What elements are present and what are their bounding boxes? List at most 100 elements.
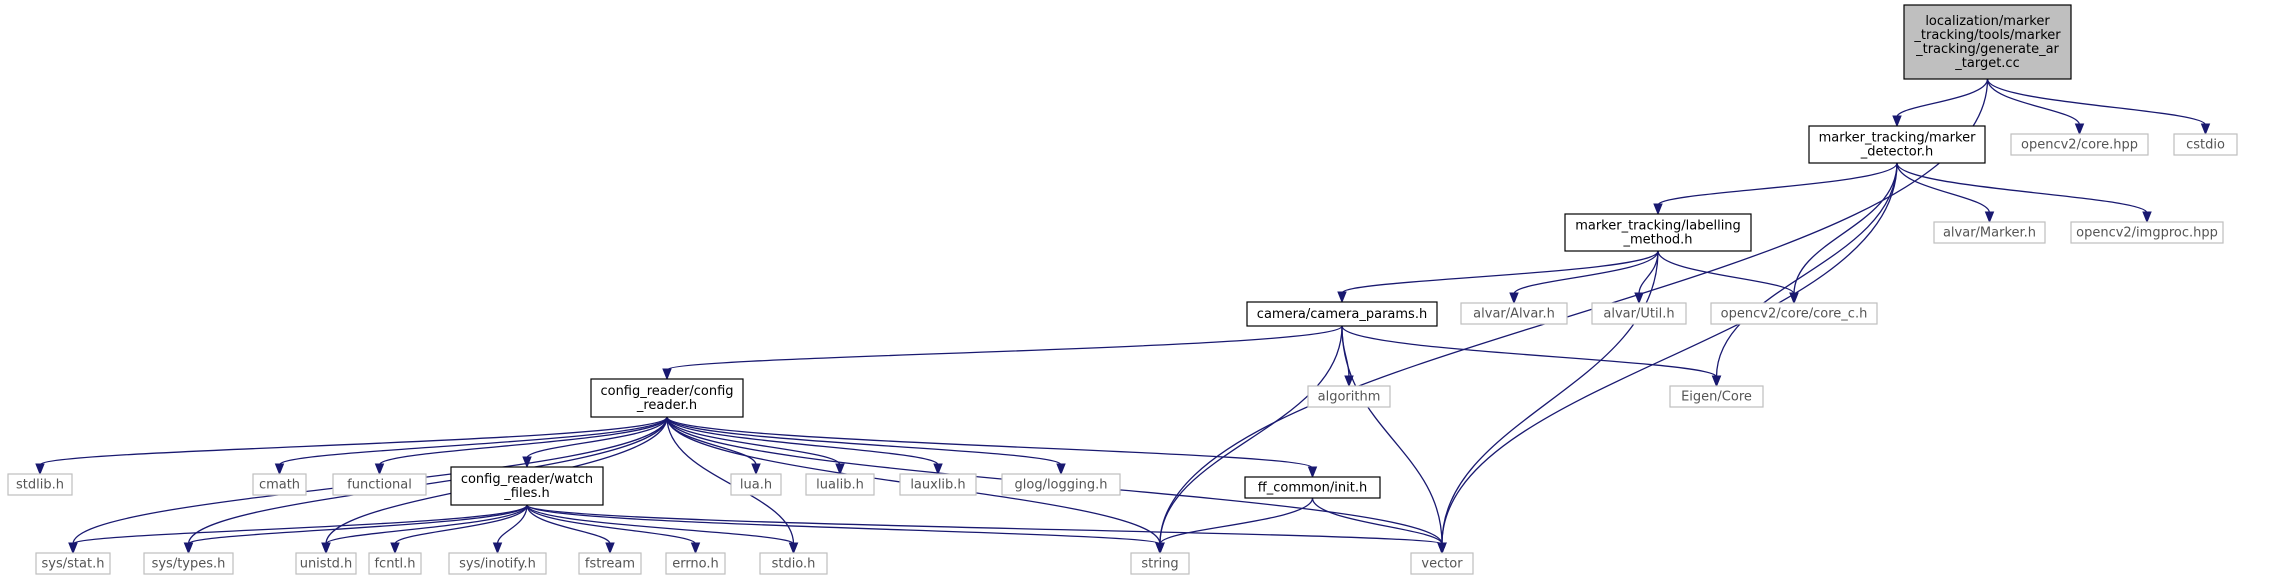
edge-ff_init-to-vector bbox=[1311, 497, 1447, 555]
node-functional: functional bbox=[332, 473, 427, 496]
edge-config_reader-to-glog bbox=[666, 416, 1066, 476]
edge-marker_detector-to-imgproc bbox=[1896, 162, 2152, 224]
node-label-line: ff_common/init.h bbox=[1258, 480, 1367, 495]
node-labelling[interactable]: marker_tracking/labelling_method.h bbox=[1564, 213, 1752, 252]
node-label-line: alvar/Util.h bbox=[1603, 306, 1674, 321]
node-box bbox=[368, 552, 422, 575]
node-ff-init[interactable]: ff_common/init.h bbox=[1244, 476, 1381, 499]
node-box bbox=[1410, 552, 1474, 575]
node-box bbox=[1130, 552, 1190, 575]
node-fcntl: fcntl.h bbox=[368, 552, 422, 575]
edge-config_reader-to-watch_files bbox=[522, 416, 668, 469]
node-label-line: stdlib.h bbox=[16, 477, 64, 492]
node-label-line: fcntl.h bbox=[374, 556, 415, 571]
node-box bbox=[805, 473, 875, 496]
node-core-c: opencv2/core/core_c.h bbox=[1710, 302, 1878, 325]
node-label-line: _reader.h bbox=[636, 398, 697, 413]
node-label-line: unistd.h bbox=[300, 556, 353, 571]
edge-config_reader-to-functional bbox=[374, 416, 668, 476]
node-label-line: functional bbox=[347, 477, 412, 492]
node-box bbox=[730, 473, 782, 496]
node-label-line: _tracking/tools/marker bbox=[1913, 28, 2061, 43]
edge-watch_files-to-stdio bbox=[526, 504, 799, 555]
node-box bbox=[1933, 221, 2046, 244]
node-fstream: fstream bbox=[578, 552, 642, 575]
node-lauxlib: lauxlib.h bbox=[899, 473, 977, 496]
edge-config_reader-to-lauxlib bbox=[666, 416, 943, 476]
node-box bbox=[2010, 133, 2149, 156]
edge-watch_files-to-errno bbox=[526, 504, 701, 555]
node-label-line: cstdio bbox=[2186, 137, 2225, 152]
node-label-line: alvar/Alvar.h bbox=[1473, 306, 1555, 321]
node-box bbox=[590, 378, 744, 418]
node-cstdio: cstdio bbox=[2173, 133, 2238, 156]
edge-watch_files-to-unistd bbox=[321, 504, 528, 555]
edge-root-to-cstdio bbox=[1986, 78, 2211, 136]
node-box bbox=[7, 473, 73, 496]
edge-config_reader-to-stdlib bbox=[35, 416, 668, 476]
node-algorithm: algorithm bbox=[1307, 385, 1391, 408]
node-label-line: alvar/Marker.h bbox=[1943, 225, 2036, 240]
edge-ff_init-to-string bbox=[1155, 497, 1314, 555]
node-marker-detector[interactable]: marker_tracking/marker_detector.h bbox=[1808, 125, 1986, 164]
node-box bbox=[759, 552, 828, 575]
node-config-reader[interactable]: config_reader/config_reader.h bbox=[590, 378, 744, 418]
node-label-line: config_reader/watch bbox=[461, 472, 593, 487]
edge-config_reader-to-ff_init bbox=[666, 416, 1318, 479]
node-sys-stat: sys/stat.h bbox=[35, 552, 111, 575]
node-root[interactable]: localization/marker_tracking/tools/marke… bbox=[1903, 4, 2072, 80]
node-box bbox=[35, 552, 111, 575]
node-label-line: lualib.h bbox=[816, 477, 864, 492]
node-imgproc: opencv2/imgproc.hpp bbox=[2070, 221, 2224, 244]
node-string: string bbox=[1130, 552, 1190, 575]
node-box bbox=[450, 466, 604, 506]
node-watch-files[interactable]: config_reader/watch_files.h bbox=[450, 466, 604, 506]
node-label-line: errno.h bbox=[672, 556, 719, 571]
node-box bbox=[252, 473, 307, 496]
edge-watch_files-to-fcntl bbox=[390, 504, 528, 555]
node-eigen: Eigen/Core bbox=[1669, 385, 1764, 408]
node-label-line: _files.h bbox=[503, 486, 549, 501]
node-box bbox=[1591, 302, 1687, 325]
node-unistd: unistd.h bbox=[295, 552, 357, 575]
node-label-line: opencv2/core/core_c.h bbox=[1721, 306, 1868, 321]
edge-labelling-to-alvar_alvar bbox=[1509, 250, 1659, 305]
node-box bbox=[1903, 4, 2072, 80]
node-core-hpp: opencv2/core.hpp bbox=[2010, 133, 2149, 156]
node-label-line: glog/logging.h bbox=[1015, 477, 1108, 492]
node-lualib: lualib.h bbox=[805, 473, 875, 496]
node-label-line: _tracking/generate_ar bbox=[1915, 42, 2059, 57]
node-label-line: _method.h bbox=[1622, 232, 1692, 247]
node-label-line: camera/camera_params.h bbox=[1257, 307, 1427, 322]
node-box bbox=[295, 552, 357, 575]
node-box bbox=[1808, 125, 1986, 164]
node-box bbox=[1001, 473, 1121, 496]
node-box bbox=[1246, 301, 1438, 327]
edge-watch_files-to-fstream bbox=[526, 504, 615, 555]
node-label-line: localization/marker bbox=[1925, 14, 2050, 29]
node-glog: glog/logging.h bbox=[1001, 473, 1121, 496]
node-box bbox=[1244, 476, 1381, 499]
node-camera-params[interactable]: camera/camera_params.h bbox=[1246, 301, 1438, 327]
edge-watch_files-to-sys_stat bbox=[68, 504, 528, 555]
node-lua: lua.h bbox=[730, 473, 782, 496]
node-label-line: marker_tracking/labelling bbox=[1575, 218, 1741, 233]
node-box bbox=[2173, 133, 2238, 156]
node-label-line: _detector.h bbox=[1860, 144, 1934, 159]
node-vector: vector bbox=[1410, 552, 1474, 575]
node-box bbox=[578, 552, 642, 575]
node-label-line: config_reader/config bbox=[600, 384, 733, 399]
node-label-line: cmath bbox=[259, 477, 300, 492]
node-box bbox=[1669, 385, 1764, 408]
edge-camera_params-to-string bbox=[1155, 325, 1343, 555]
edge-camera_params-to-config_reader bbox=[662, 325, 1343, 381]
node-alvar-util: alvar/Util.h bbox=[1591, 302, 1687, 325]
node-box bbox=[332, 473, 427, 496]
edge-labelling-to-core_c bbox=[1657, 250, 1799, 305]
node-label-line: opencv2/core.hpp bbox=[2021, 137, 2138, 152]
node-label-line: sys/inotify.h bbox=[459, 556, 536, 571]
edge-marker_detector-to-labelling bbox=[1653, 162, 1898, 216]
nodes-layer: localization/marker_tracking/tools/marke… bbox=[7, 4, 2238, 575]
node-cmath: cmath bbox=[252, 473, 307, 496]
